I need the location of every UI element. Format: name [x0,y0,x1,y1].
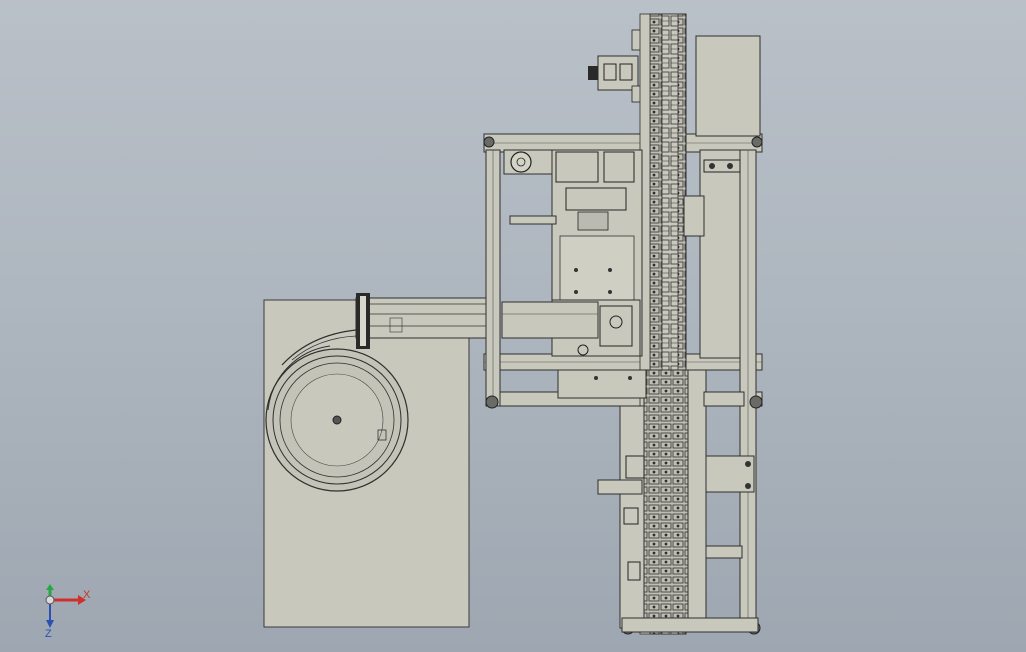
x-axis-label: X [83,589,91,601]
vibratory-bowl[interactable] [265,329,409,492]
linear-feeder-track[interactable] [355,293,489,349]
x-axis-arrowhead [78,595,86,605]
push-rod[interactable] [501,215,599,339]
lower-conveyor-section[interactable] [619,369,759,633]
mid-connector-plate[interactable] [557,369,647,399]
z-axis-label: Z [45,628,52,640]
lower-gripper-assembly[interactable] [597,455,645,581]
right-station-components[interactable] [683,159,741,237]
y-axis-arrowhead [46,584,54,590]
z-axis-arrowhead [46,620,54,628]
top-gripper-assembly[interactable] [588,29,645,103]
top-extension-plate[interactable] [695,35,761,137]
round-cylinder[interactable] [503,149,553,175]
coordinate-triad: X Z [38,584,98,640]
triad-origin [45,595,55,605]
